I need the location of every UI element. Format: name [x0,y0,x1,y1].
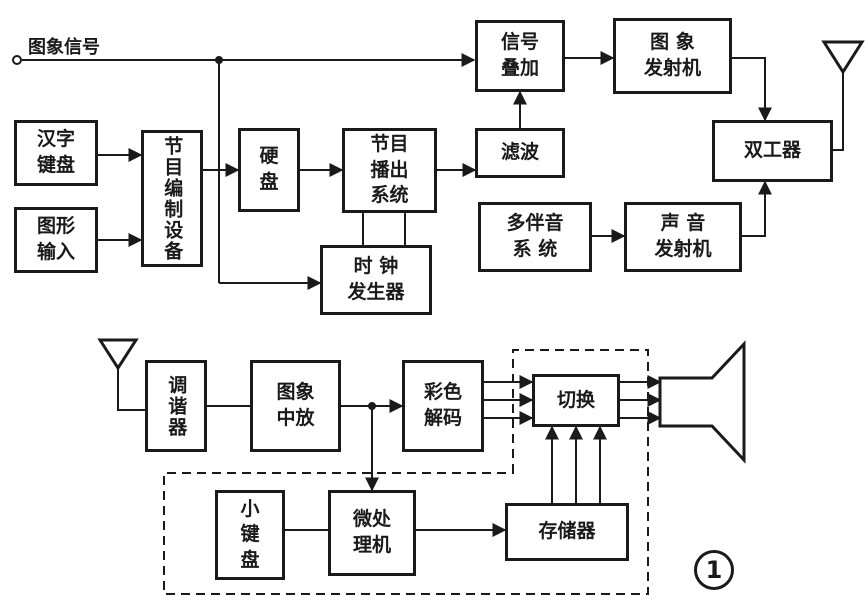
if-junction-dot [368,402,376,410]
tuner-block: 调谐器 [145,360,207,452]
filter-label: 滤波 [500,141,539,164]
crt-screen [658,340,746,464]
memory-label: 存储器 [538,520,596,543]
diplexer-to-antenna-line [833,70,844,151]
graphics-input-block: 图形 输入 [14,207,98,273]
teletext-dashed-outline [163,349,649,595]
graphics-input-label: 图形 输入 [36,215,75,263]
microprocessor-block: 微处 理机 [328,490,416,576]
clock-generator-label: 时 钟 发生器 [347,255,405,303]
microprocessor-label: 微处 理机 [352,508,391,556]
signal-adder-label: 信号 叠加 [500,31,539,79]
color-decoder-block: 彩色 解码 [402,360,484,452]
clock-generator-block: 时 钟 发生器 [320,245,432,315]
tx-antenna [821,40,865,75]
color-decoder-label: 彩色 解码 [423,381,462,429]
small-keyboard-label: 小 键 盘 [240,497,260,571]
image-if-block: 图象 中放 [250,360,341,452]
antenna-to-tuner-line [117,368,145,411]
diplexer-block: 双工器 [712,120,833,182]
filter-block: 滤波 [475,128,565,178]
diplexer-label: 双工器 [743,139,801,162]
hard-disk-block: 硬 盘 [238,128,300,212]
hanzi-keyboard-label: 汉字 键盘 [36,128,75,176]
small-keyboard-block: 小 键 盘 [215,490,285,580]
image-transmitter-label: 图 象 发射机 [643,31,701,79]
tuner-label: 调谐器 [165,374,188,438]
image-tx-to-diplexer-line [732,57,772,122]
image-transmitter-block: 图 象 发射机 [613,18,732,94]
switch-label: 切换 [556,388,595,411]
multichannel-sound-block: 多伴音 系 统 [478,202,592,272]
switch-block: 切换 [532,374,620,427]
hard-disk-label: 硬 盘 [259,145,279,193]
sound-transmitter-block: 声 音 发射机 [624,202,742,272]
trunk-junction-dot [215,56,223,64]
program-editor-block: 节目编制设备 [141,130,203,267]
program-playout-block: 节目 播出 系统 [342,128,437,213]
image-signal-label: 图象信号 [28,37,100,58]
memory-block: 存储器 [505,503,629,561]
image-signal-input-terminal [12,55,22,65]
program-playout-label: 节目 播出 系统 [370,133,409,207]
sound-tx-to-diplexer-line [742,180,772,237]
rx-antenna [97,338,139,371]
multichannel-sound-label: 多伴音 系 统 [506,212,564,260]
figure-number: 1 [694,550,734,590]
image-if-label: 图象 中放 [276,381,315,429]
hanzi-keyboard-block: 汉字 键盘 [14,120,98,186]
sound-transmitter-label: 声 音 发射机 [654,212,712,260]
signal-adder-block: 信号 叠加 [475,20,565,92]
program-editor-label: 节目编制设备 [161,135,184,262]
